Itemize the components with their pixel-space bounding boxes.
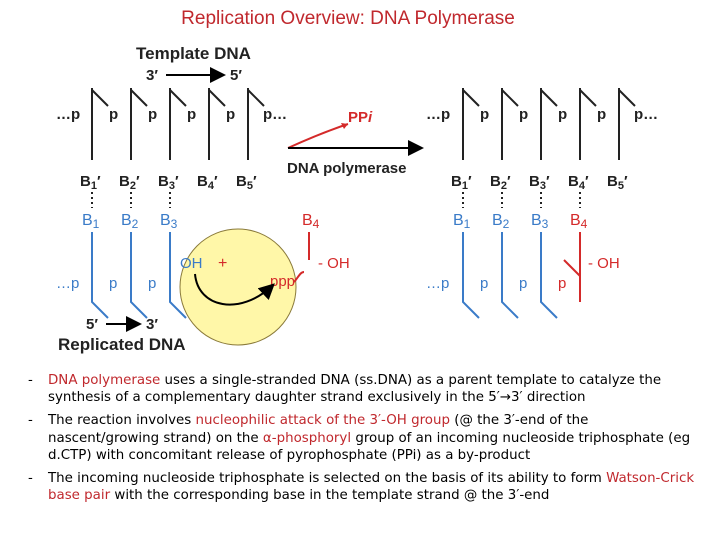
base-pair-dots	[462, 192, 581, 208]
template-3prime-label: 3′	[146, 67, 158, 84]
bullet-item: -DNA polymerase uses a single-stranded D…	[28, 373, 662, 406]
dna-polymerase-diagram: Template DNA 3′ 5′ …p p p p p p… B1′ B2′…	[56, 44, 658, 354]
new-nucleotide-backbone	[563, 232, 581, 302]
new-base-b3: B3	[531, 212, 549, 231]
phosphate-label: p	[480, 106, 489, 123]
template-base-b4: B4′	[197, 173, 218, 192]
template-base-b5: B5′	[236, 173, 257, 192]
page-title: Replication Overview: DNA Polymerase	[181, 8, 515, 29]
ppi-arrowhead	[341, 123, 348, 129]
phosphate-label: p	[519, 106, 528, 123]
template-backbone	[91, 88, 265, 160]
left-growing-strand: …p p p OH	[56, 232, 203, 319]
bullet-text: with the corresponding base in the templ…	[110, 488, 550, 504]
left-new-bases: B1 B2 B3	[82, 212, 178, 231]
enzyme-label: DNA polymerase	[287, 160, 407, 177]
new-base-b1: B1	[453, 212, 471, 231]
template-base-b2: B2′	[119, 173, 140, 192]
replicated-3prime-label: 3′	[146, 316, 158, 333]
phosphate-label: p	[226, 106, 235, 123]
new-base-b2: B2	[492, 212, 510, 231]
extended-dots: …p	[426, 275, 449, 292]
template-base-b4: B4′	[568, 173, 589, 192]
highlight-text: DNA polymerase	[48, 373, 161, 388]
growing-backbone	[91, 232, 187, 319]
template-base-b5: B5′	[607, 173, 628, 192]
extended-backbone	[462, 232, 558, 319]
incoming-nucleotide: ppp - OH	[270, 232, 350, 290]
template-base-b3: B3′	[529, 173, 550, 192]
phosphate-label: p	[558, 106, 567, 123]
strand-dots-left: …p	[426, 106, 450, 123]
template-base-b3: B3′	[158, 173, 179, 192]
new-phosphate-label: p	[558, 275, 566, 292]
bullet-item: -The incoming nucleoside triphosphate is…	[28, 471, 695, 504]
bullet-text: (@ the 3′-end of the nascent/growing str…	[48, 413, 589, 446]
new-oh-label: - OH	[588, 255, 620, 272]
right-template-strand: …p p p p p p…	[426, 88, 658, 160]
growing-dots: …p	[56, 275, 79, 292]
phosphate-label: p	[109, 106, 118, 123]
incoming-base-b4: B4	[302, 212, 320, 231]
phosphate-label: p	[597, 106, 606, 123]
active-site-highlight	[179, 228, 297, 346]
template-backbone	[462, 88, 636, 160]
phosphate-label: p	[480, 275, 488, 292]
left-template-bases: B1′ B2′ B3′ B4′ B5′	[80, 173, 257, 192]
template-dna-label: Template DNA	[136, 44, 251, 63]
template-base-b1: B1′	[80, 173, 101, 192]
oh-group-label: OH	[180, 255, 203, 272]
new-base-b3: B3	[160, 212, 178, 231]
bullet-text: The reaction involves	[48, 413, 196, 429]
replicated-dna-label: Replicated DNA	[58, 335, 186, 354]
highlight-text: nucleophilic attack of the 3′-OH group	[195, 413, 450, 429]
right-template-bases: B1′ B2′ B3′ B4′ B5′	[451, 173, 628, 192]
base-pair-dots	[91, 192, 171, 208]
ppi-label: PPi	[348, 109, 373, 126]
strand-dots-right: p…	[634, 106, 658, 123]
highlight-text: Watson-Crick base pair	[48, 471, 695, 504]
ppi-release-arrow	[287, 123, 349, 149]
phosphate-label: p	[187, 106, 196, 123]
template-base-b2: B2′	[490, 173, 511, 192]
strand-dots-right: p…	[263, 106, 287, 123]
phosphate-label: p	[109, 275, 117, 292]
phosphate-label: p	[148, 275, 156, 292]
bullet-item: -The reaction involves nucleophilic atta…	[28, 413, 691, 463]
incoming-oh-label: - OH	[318, 255, 350, 272]
right-extended-strand: …p p p p - OH	[426, 232, 620, 319]
bullet-text: group of an incoming nucleoside triphosp…	[48, 430, 691, 463]
template-5prime-label: 5′	[230, 67, 242, 84]
ppp-link	[293, 271, 305, 283]
new-base-b2: B2	[121, 212, 139, 231]
plus-sign: +	[218, 255, 227, 272]
explanation-list: -DNA polymerase uses a single-stranded D…	[28, 372, 698, 510]
replicated-5prime-label: 5′	[86, 316, 98, 333]
nucleophilic-attack-arrow	[194, 273, 275, 306]
right-new-bases: B1 B2 B3	[453, 212, 549, 231]
template-base-b1: B1′	[451, 173, 472, 192]
bullet-text: uses a single-stranded DNA (ss.DNA) as a…	[48, 373, 662, 406]
left-template-strand: …p p p p p p…	[56, 88, 287, 160]
triphosphate-label: ppp	[270, 273, 295, 290]
phosphate-label: p	[148, 106, 157, 123]
highlight-text: α-phosphoryl	[262, 430, 352, 446]
strand-dots-left: …p	[56, 106, 80, 123]
added-base-b4: B4	[570, 212, 588, 231]
bullet-text: The incoming nucleoside triphosphate is …	[48, 471, 607, 487]
new-base-b1: B1	[82, 212, 100, 231]
phosphate-label: p	[519, 275, 527, 292]
